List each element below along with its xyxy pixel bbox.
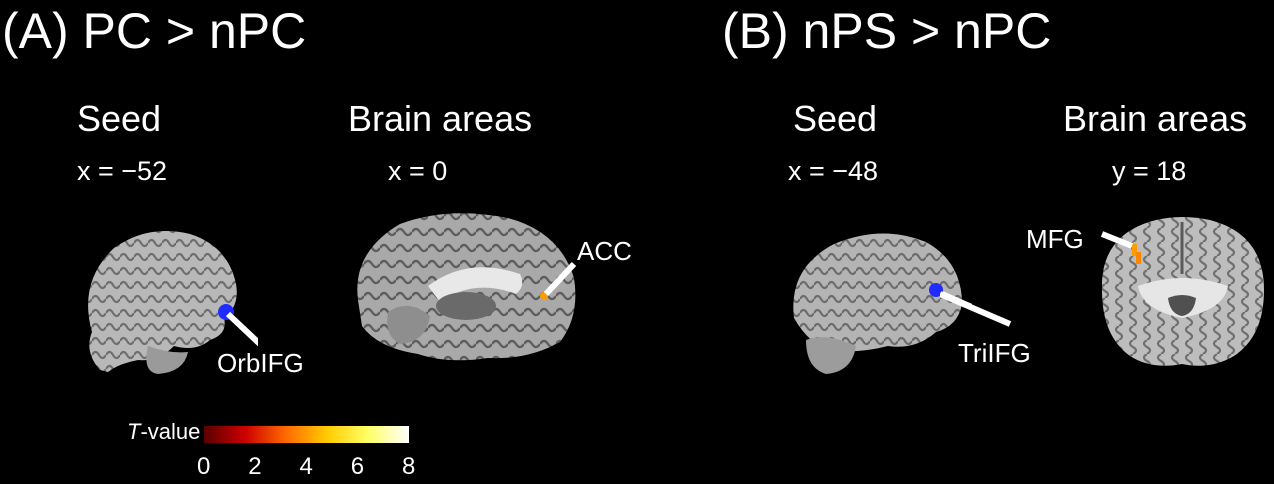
colorbar-tick-label: 6: [350, 453, 365, 480]
panel-b-areas-label: Brain areas: [1063, 98, 1248, 139]
panel-a-title: (A) PC > nPC: [2, 3, 307, 59]
colorbar-label-italic: T: [127, 419, 141, 444]
panel-b-areas-brain-image: [1100, 217, 1264, 366]
colorbar-tick-label: 0: [197, 453, 211, 480]
colorbar-tick-label: 4: [299, 453, 313, 480]
colorbar-tick-label: 2: [248, 453, 262, 480]
panel-b-seed-region-label: TriIFG: [958, 338, 1031, 368]
panel-a-seed-brain-image: [88, 231, 258, 374]
panel-b-seed-label: Seed: [793, 98, 878, 139]
colorbar-label-rest: -value: [140, 419, 201, 444]
panel-b-seed-brain-image: [793, 233, 972, 374]
panel-a-seed-region-label: OrbIFG: [217, 348, 304, 378]
colorbar: [204, 426, 409, 443]
panel-b-activation-marker: [1132, 244, 1137, 256]
panel-b-seed-marker: [929, 283, 943, 297]
panel-b-seed-coord: x = −48: [788, 156, 879, 186]
panel-b-seed-pointer: [940, 291, 1012, 327]
panel-b-title: (B) nPS > nPC: [722, 3, 1052, 59]
panel-a-area-region-label: ACC: [577, 236, 632, 266]
panel-b-area-region-label: MFG: [1026, 224, 1084, 254]
panel-a-seed-label: Seed: [77, 98, 162, 139]
panel-a-areas-coord: x = 0: [388, 156, 448, 186]
colorbar-tick-label: 8: [402, 453, 416, 480]
panel-a-areas-brain-image: [357, 213, 577, 361]
panel-a-seed-coord: x = −52: [77, 156, 168, 186]
panel-a-areas-label: Brain areas: [348, 98, 533, 139]
panel-b-areas-coord: y = 18: [1112, 156, 1187, 186]
colorbar-label: T-value: [127, 421, 200, 443]
